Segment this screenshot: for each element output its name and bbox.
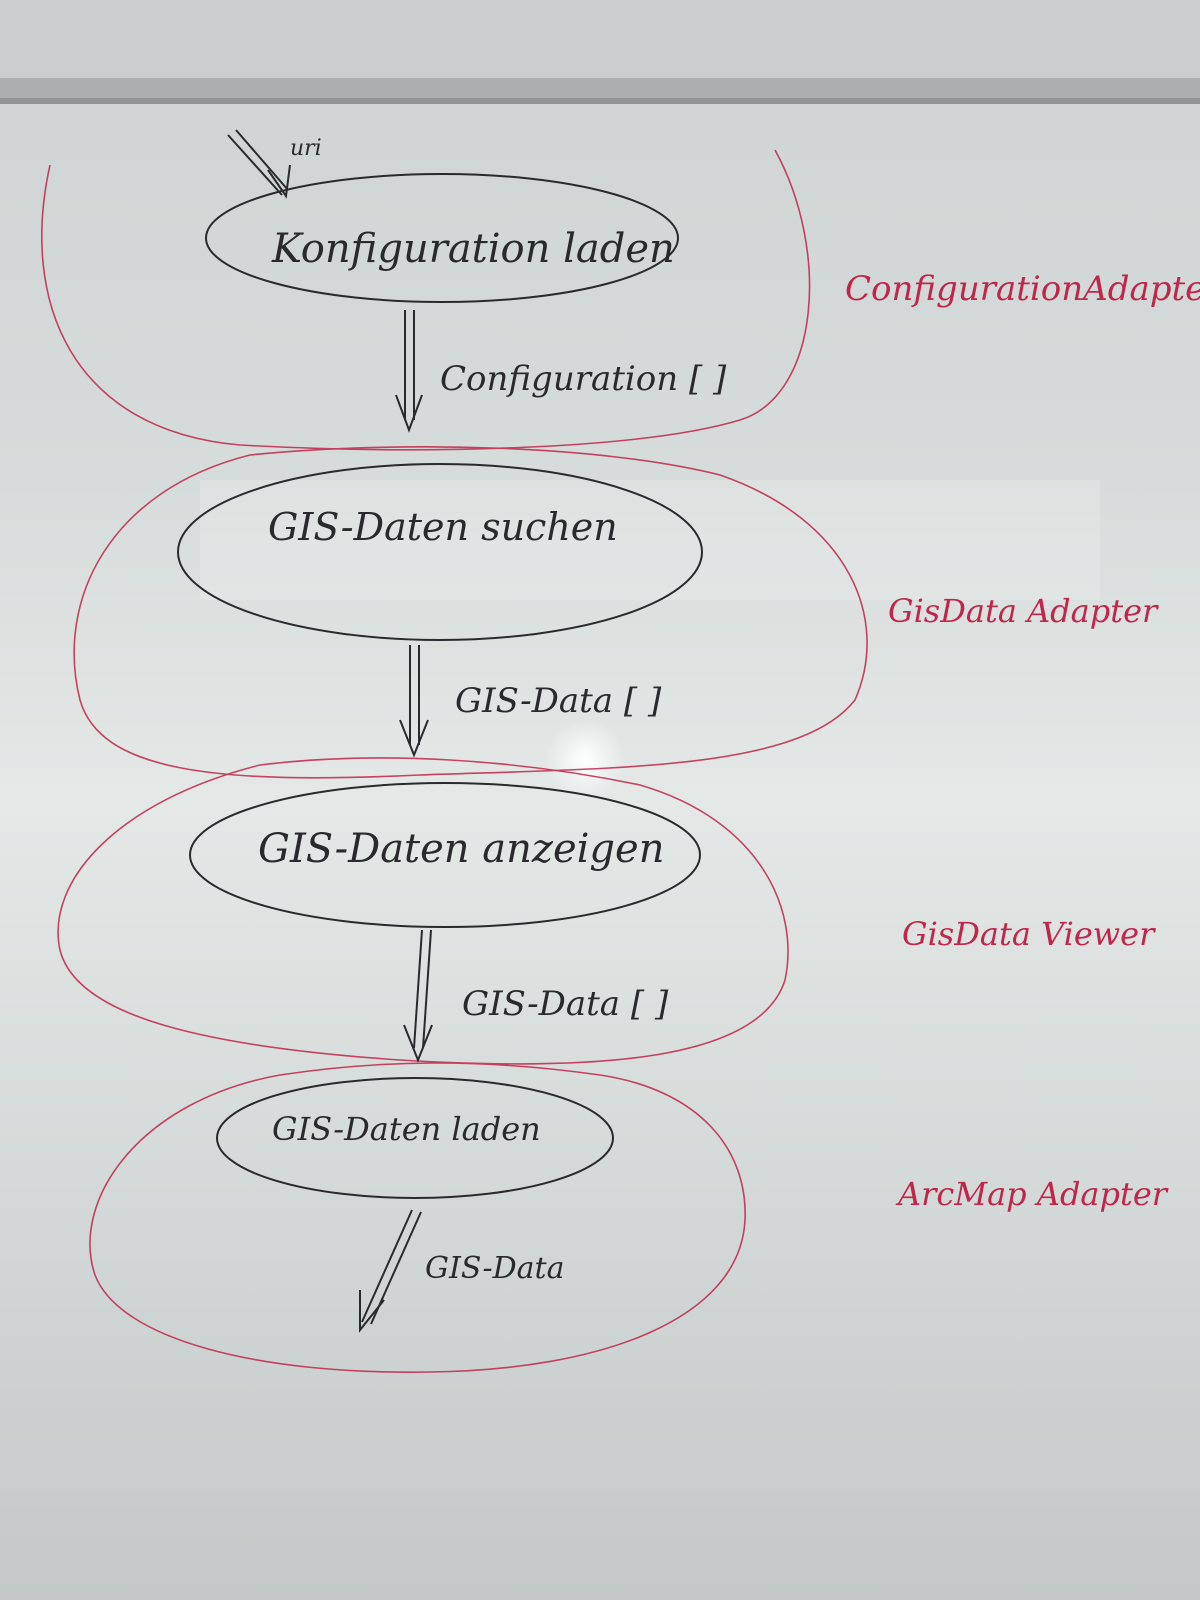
entry-arrow [227,129,291,199]
process-label-4: GIS-Daten laden [272,1110,541,1148]
flow-arrow-3 [403,929,433,1063]
process-label-1: Konfiguration laden [271,226,675,272]
boundary-configuration-adapter [41,149,811,451]
process-label-2: GIS-Daten suchen [268,505,618,549]
board-frame-rail [0,78,1200,100]
output-label-2: GIS-Data [ ] [455,681,662,721]
process-ellipse-gis-daten-suchen [177,463,703,641]
process-ellipse-gis-daten-laden [216,1077,614,1199]
flow-arrow-4 [359,1209,422,1333]
flow-arrow-1 [395,310,423,433]
component-label-4: ArcMap Adapter [895,1175,1169,1213]
wall-above-board [0,0,1200,80]
component-label-3: GisData Viewer [902,915,1156,953]
process-ellipse-konfiguration-laden [205,173,679,303]
flash-glare [545,720,625,800]
entry-label: uri [290,136,322,161]
component-label-1: ConfigurationAdapter [845,269,1200,309]
boundary-gisdata-adapter [73,446,868,779]
process-ellipse-gis-daten-anzeigen [189,782,701,928]
boundary-arcmap-adapter [89,1062,746,1373]
process-label-3: GIS-Daten anzeigen [258,826,664,872]
output-label-1: Configuration [ ] [440,359,727,399]
boundary-gisdata-viewer [57,757,789,1065]
component-label-2: GisData Adapter [888,592,1159,630]
output-label-4: GIS-Data [425,1251,564,1286]
flow-arrow-2 [399,645,429,758]
output-label-3: GIS-Data [ ] [462,984,669,1024]
